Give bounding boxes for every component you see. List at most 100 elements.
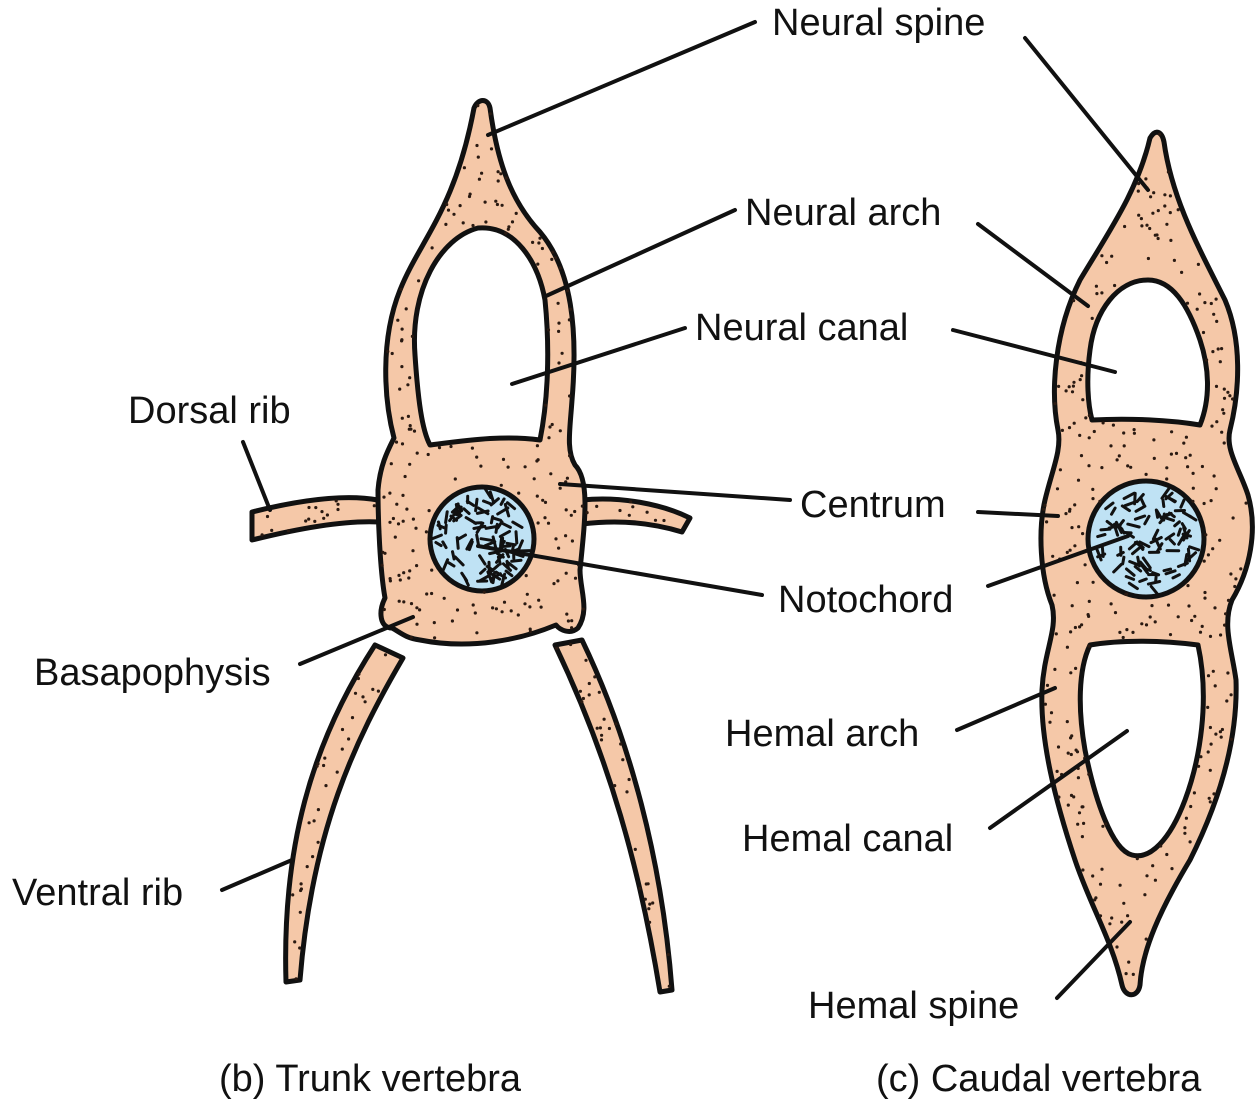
stipple-dot: [1044, 703, 1047, 706]
stipple-dot: [306, 865, 309, 868]
stipple-dot: [1068, 385, 1071, 388]
stipple-dot: [1169, 211, 1172, 214]
stipple-dot: [547, 522, 550, 525]
stipple-dot: [1205, 358, 1208, 361]
stipple-dot: [1066, 551, 1069, 554]
stipple-dot: [371, 688, 374, 691]
notochord-dash: [1156, 575, 1157, 581]
stipple-dot: [1074, 626, 1077, 629]
stipple-dot: [1189, 805, 1192, 808]
stipple-dot: [1116, 458, 1119, 461]
stipple-dot: [1133, 432, 1136, 435]
notochord-dash: [507, 561, 508, 567]
stipple-dot: [651, 901, 654, 904]
stipple-dot: [361, 695, 364, 698]
stipple-dot: [648, 921, 651, 924]
stipple-dot: [557, 361, 560, 364]
stipple-dot: [1137, 190, 1140, 193]
stipple-dot: [402, 520, 405, 523]
stipple-dot: [1122, 431, 1125, 434]
stipple-dot: [308, 821, 311, 824]
stipple-dot: [536, 263, 539, 266]
stipple-dot: [417, 279, 420, 282]
stipple-dot: [408, 376, 411, 379]
stipple-dot: [554, 256, 557, 259]
stipple-dot: [405, 508, 408, 511]
stipple-dot: [1153, 457, 1156, 460]
stipple-dot: [317, 808, 320, 811]
stipple-dot: [1136, 857, 1139, 860]
stipple-dot: [1208, 797, 1211, 800]
stipple-dot: [1115, 945, 1118, 948]
label-ventral-rib: Ventral rib: [12, 872, 183, 914]
stipple-dot: [1206, 706, 1209, 709]
stipple-dot: [456, 608, 459, 611]
stipple-dot: [384, 653, 387, 656]
stipple-dot: [1212, 313, 1215, 316]
stipple-dot: [628, 514, 631, 517]
stipple-dot: [1211, 350, 1214, 353]
label-notochord: Notochord: [778, 579, 953, 621]
dorsal-rib-left: [252, 498, 380, 540]
stipple-dot: [1078, 434, 1081, 437]
stipple-dot: [413, 430, 416, 433]
stipple-dot: [1212, 670, 1215, 673]
stipple-dot: [401, 417, 404, 420]
leader-dorsal-rib: [243, 442, 270, 510]
stipple-dot: [1081, 868, 1084, 871]
stipple-dot: [1213, 606, 1216, 609]
notochord-dash: [1098, 535, 1105, 537]
stipple-dot: [408, 463, 411, 466]
stipple-dot: [547, 436, 550, 439]
stipple-dot: [291, 893, 294, 896]
stipple-dot: [584, 659, 587, 662]
stipple-dot: [300, 887, 303, 890]
stipple-dot: [552, 582, 555, 585]
stipple-dot: [475, 144, 478, 147]
stipple-dot: [383, 608, 386, 611]
stipple-dot: [619, 742, 622, 745]
stipple-dot: [1072, 385, 1075, 388]
stipple-dot: [357, 677, 360, 680]
stipple-dot: [1095, 285, 1098, 288]
stipple-dot: [1108, 922, 1111, 925]
stipple-dot: [1182, 442, 1185, 445]
stipple-dot: [447, 209, 450, 212]
stipple-dot: [313, 819, 316, 822]
stipple-dot: [1180, 271, 1183, 274]
stipple-dot: [410, 636, 413, 639]
stipple-dot: [1074, 667, 1077, 670]
stipple-dot: [569, 643, 572, 646]
stipple-dot: [1173, 259, 1176, 262]
label-hemal-spine: Hemal spine: [808, 985, 1019, 1027]
stipple-dot: [1152, 191, 1155, 194]
stipple-dot: [476, 104, 479, 107]
stipple-dot: [1222, 412, 1225, 415]
stipple-dot: [1145, 623, 1148, 626]
stipple-dot: [1084, 416, 1087, 419]
label-neural-canal: Neural canal: [695, 307, 908, 349]
stipple-dot: [599, 726, 602, 729]
stipple-dot: [431, 246, 434, 249]
notochord-dash: [494, 518, 501, 520]
stipple-dot: [1075, 749, 1078, 752]
stipple-dot: [410, 602, 413, 605]
stipple-dot: [451, 619, 454, 622]
stipple-dot: [304, 519, 307, 522]
stipple-dot: [1131, 631, 1134, 634]
stipple-dot: [511, 220, 514, 223]
stipple-dot: [293, 940, 296, 943]
stipple-dot: [1215, 487, 1218, 490]
stipple-dot: [1210, 302, 1213, 305]
stipple-dot: [1102, 421, 1105, 424]
stipple-dot: [565, 613, 568, 616]
stipple-dot: [326, 513, 329, 516]
stipple-dot: [475, 631, 478, 634]
stipple-dot: [428, 509, 431, 512]
stipple-dot: [407, 576, 410, 579]
stipple-dot: [1140, 224, 1143, 227]
stipple-dot: [1145, 938, 1148, 941]
stipple-dot: [517, 613, 520, 616]
stipple-dot: [1210, 743, 1213, 746]
stipple-dot: [1078, 811, 1081, 814]
